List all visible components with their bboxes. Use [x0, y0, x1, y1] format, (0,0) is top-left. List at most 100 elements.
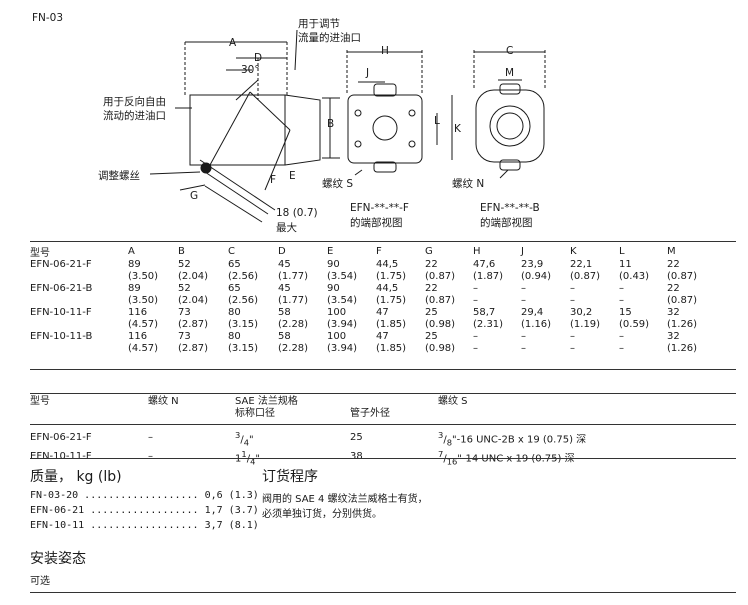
value-mm-cell: –	[570, 331, 575, 342]
value-mm-cell: 45	[278, 259, 291, 270]
value-inch-cell: (1.77)	[278, 271, 309, 282]
model-cell: EFN-06-21-F	[30, 259, 92, 270]
dim-label-a: A	[229, 37, 237, 49]
pipe-od-cell: 38	[350, 451, 363, 463]
value-mm-cell: 47,6	[473, 259, 496, 270]
dim-label-m: M	[505, 67, 515, 79]
value-mm-cell: 25	[425, 307, 438, 318]
col-header: E	[327, 246, 334, 257]
value-mm-cell: 58	[278, 307, 291, 318]
valve-body	[189, 94, 286, 166]
max-length-value: 18 (0.7)	[276, 207, 318, 219]
value-mm-cell: 29,4	[521, 307, 544, 318]
mounting-value: 可选	[30, 576, 50, 587]
value-mm-cell: 80	[228, 307, 241, 318]
value-mm-cell: 58	[278, 331, 291, 342]
col-header: A	[128, 246, 135, 257]
value-mm-cell: 73	[178, 331, 191, 342]
divider	[30, 458, 736, 459]
value-inch-cell: (1.75)	[376, 271, 407, 282]
ordering-text-2: 必须单独订货，分别供货。	[262, 509, 382, 520]
dim-label-e: E	[289, 170, 296, 182]
value-inch-cell: (2.31)	[473, 319, 504, 330]
dim-label-k: K	[454, 123, 461, 135]
value-mm-cell: –	[521, 283, 526, 294]
value-inch-cell: –	[473, 295, 478, 306]
value-inch-cell: (2.28)	[278, 343, 309, 354]
mounting-title: 安装姿态	[30, 551, 86, 567]
thread-n-cell: –	[148, 451, 153, 463]
value-inch-cell: (1.26)	[667, 343, 698, 354]
value-inch-cell: (2.04)	[178, 295, 209, 306]
value-mm-cell: 22	[425, 259, 438, 270]
value-inch-cell: (4.57)	[128, 319, 159, 330]
value-mm-cell: 73	[178, 307, 191, 318]
sae-size-cell: 3/4"	[235, 429, 254, 447]
thread-table: 型号 螺纹 N SAE 法兰规格 螺纹 S 标称口径 管子外径 EFN-06-2…	[30, 396, 736, 467]
thread-s-cell: 3/8"-16 UNC-2B x 19 (0.75) 深	[438, 429, 587, 447]
dim-label-f: F	[270, 174, 277, 186]
col-header: 型号	[30, 396, 50, 407]
model-cell: EFN-10-11-B	[30, 331, 93, 342]
col-header: B	[178, 246, 185, 257]
value-mm-cell: 80	[228, 331, 241, 342]
value-mm-cell: 90	[327, 259, 340, 270]
thread-n-cell: –	[148, 432, 153, 444]
mass-row: EFN-06-21 .................. 1,7 (3.7)	[30, 505, 259, 516]
value-mm-cell: 52	[178, 259, 191, 270]
value-inch-cell: –	[473, 343, 478, 354]
model-cell: EFN-06-21-F	[30, 432, 92, 444]
max-length-word: 最大	[276, 222, 297, 234]
value-inch-cell: (3.94)	[327, 343, 358, 354]
value-mm-cell: 44,5	[376, 259, 399, 270]
view-f-caption: EFN-**-**-F	[350, 202, 409, 214]
value-inch-cell: (3.94)	[327, 319, 358, 330]
value-mm-cell: 32	[667, 307, 680, 318]
value-mm-cell: 22	[667, 259, 680, 270]
value-mm-cell: 89	[128, 259, 141, 270]
value-mm-cell: 65	[228, 283, 241, 294]
value-mm-cell: 116	[128, 331, 148, 342]
reverse-inlet-callout: 用于反向自由	[103, 96, 166, 108]
value-inch-cell: (0.94)	[521, 271, 552, 282]
mass-title: 质量， kg (lb)	[30, 469, 122, 485]
divider	[30, 592, 736, 593]
value-inch-cell: (1.26)	[667, 319, 698, 330]
adjust-inlet-callout-2: 流量的进油口	[298, 32, 361, 44]
value-mm-cell: 45	[278, 283, 291, 294]
divider	[30, 369, 736, 370]
value-inch-cell: (3.54)	[327, 271, 358, 282]
value-mm-cell: –	[473, 283, 478, 294]
table-row-inch: (3.50)(2.04)(2.56)(1.77)(3.54)(1.75)(0.8…	[30, 295, 736, 307]
value-mm-cell: 22,1	[570, 259, 593, 270]
value-inch-cell: (3.50)	[128, 271, 159, 282]
value-mm-cell: –	[619, 331, 624, 342]
value-inch-cell: (2.28)	[278, 319, 309, 330]
value-mm-cell: –	[473, 331, 478, 342]
thread-s-label: 螺纹 S	[322, 178, 354, 190]
value-inch-cell: (1.75)	[376, 295, 407, 306]
value-inch-cell: (0.98)	[425, 319, 456, 330]
col-header: 型号	[30, 248, 50, 259]
ordering-text: 阀用的 SAE 4 螺纹法兰威格士有货，	[262, 494, 428, 505]
value-inch-cell: (1.85)	[376, 343, 407, 354]
value-mm-cell: –	[570, 283, 575, 294]
view-b-caption: EFN-**-**-B	[480, 202, 540, 214]
value-inch-cell: –	[619, 295, 624, 306]
model-cell: EFN-06-21-B	[30, 283, 93, 294]
value-inch-cell: (2.04)	[178, 271, 209, 282]
col-header: G	[425, 246, 433, 257]
value-inch-cell: (1.77)	[278, 295, 309, 306]
value-inch-cell: (2.56)	[228, 295, 259, 306]
divider	[30, 241, 736, 242]
reverse-inlet-callout-2: 流动的进油口	[103, 110, 166, 122]
value-inch-cell: (0.43)	[619, 271, 650, 282]
view-b-caption-2: 的端部视图	[480, 217, 533, 229]
value-inch-cell: (3.50)	[128, 295, 159, 306]
col-header: K	[570, 246, 577, 257]
value-inch-cell: (1.19)	[570, 319, 601, 330]
